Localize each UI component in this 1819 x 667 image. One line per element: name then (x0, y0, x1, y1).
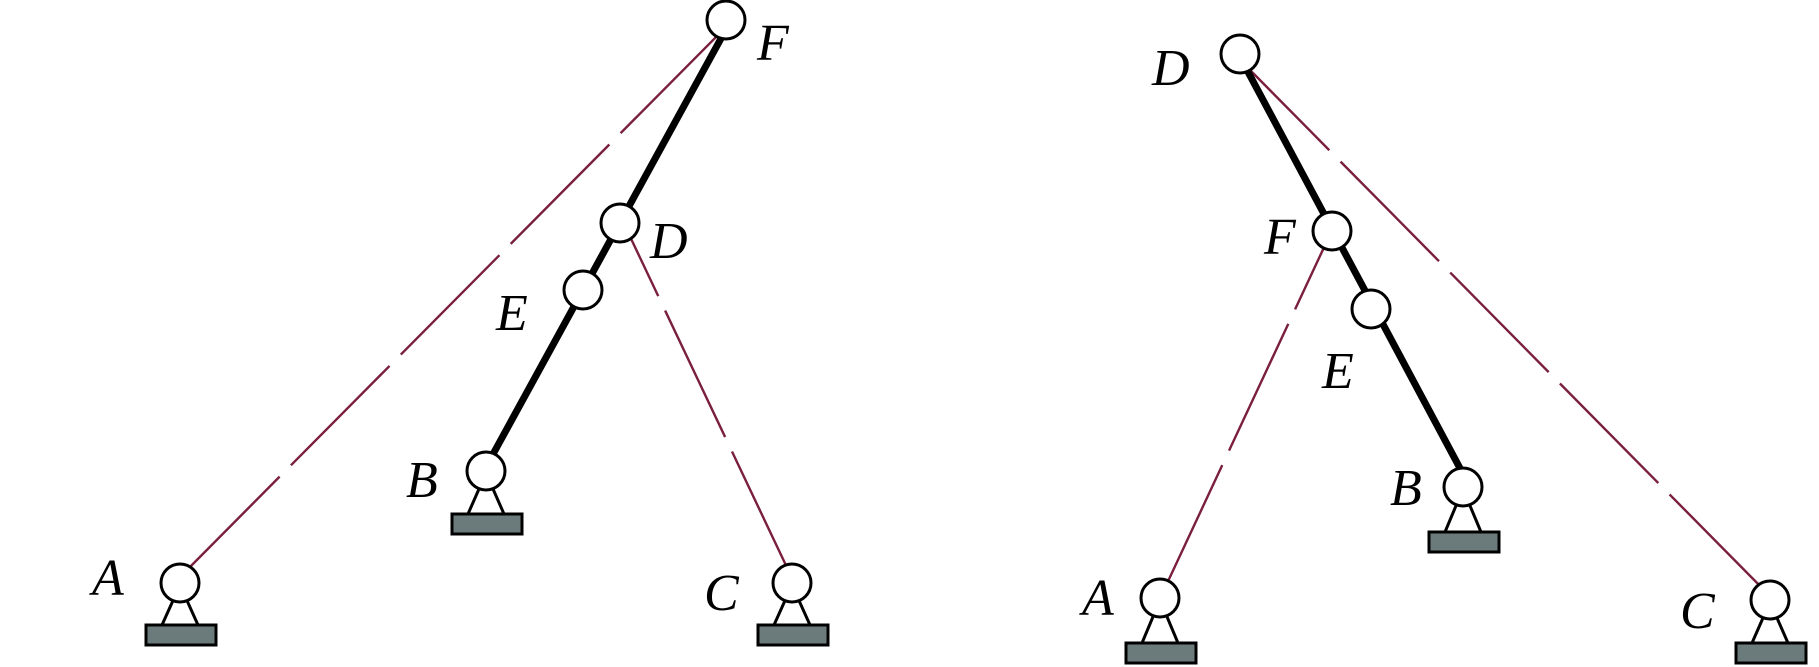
right-support-b (1427, 466, 1501, 554)
left-label-e: E (495, 285, 528, 342)
left-label-f: F (756, 15, 790, 72)
left-label-b: B (406, 452, 438, 509)
right-joint-d (1219, 33, 1261, 75)
right-diagram: A B C D E F (1079, 33, 1808, 665)
left-joint-e (562, 269, 604, 311)
right-label-e: E (1321, 343, 1354, 400)
left-label-a: A (89, 550, 124, 607)
right-joint-f (1311, 210, 1353, 252)
right-support-a (1124, 577, 1198, 665)
right-link-c-d (1249, 69, 1769, 595)
right-label-d: D (1151, 40, 1190, 97)
left-joint-d (599, 202, 641, 244)
right-link-a-f (1161, 225, 1336, 593)
left-diagram: A B C D E F (89, 0, 830, 647)
right-label-f: F (1263, 209, 1297, 266)
left-support-c (756, 562, 830, 647)
left-support-a (144, 562, 218, 647)
right-label-c: C (1680, 583, 1716, 640)
right-support-c (1734, 579, 1808, 665)
left-support-b (450, 450, 524, 536)
left-link-c-d (623, 225, 794, 579)
left-link-a-f (180, 30, 723, 577)
right-joint-e (1350, 288, 1392, 330)
right-label-b: B (1390, 460, 1422, 517)
left-joint-f (705, 0, 747, 41)
right-bar-b-d (1243, 66, 1466, 476)
left-label-d: D (649, 213, 688, 270)
left-bar-b-f (488, 29, 728, 460)
right-label-a: A (1079, 570, 1114, 627)
left-label-c: C (704, 565, 740, 622)
